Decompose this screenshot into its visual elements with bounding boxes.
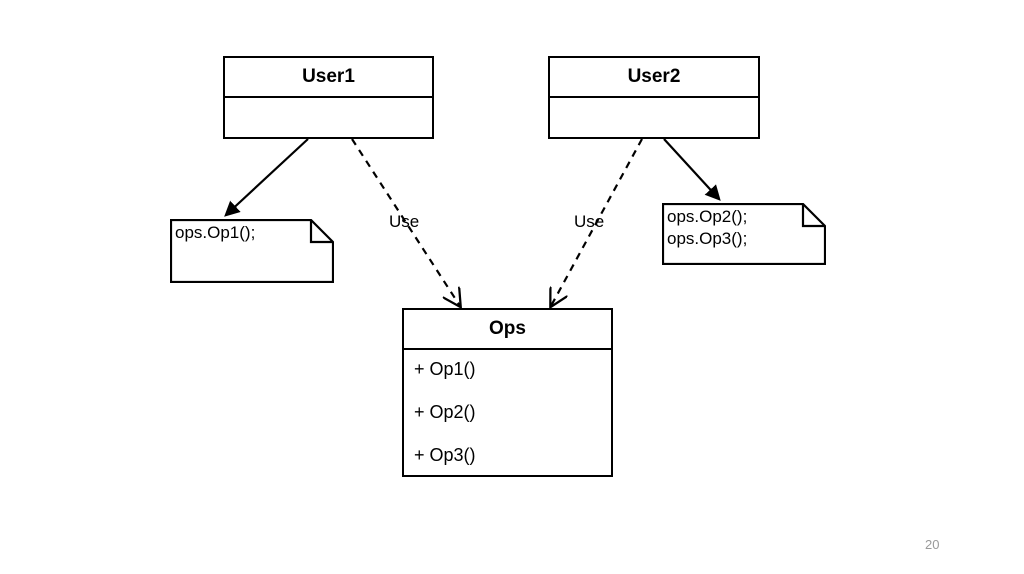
uml-class-user1-attributes	[225, 98, 432, 139]
uml-class-user2-attributes	[550, 98, 758, 139]
edge-label-use-left: Use	[389, 212, 420, 231]
uml-operation-op1: + Op1()	[414, 359, 476, 379]
uml-class-user2-name: User2	[627, 66, 681, 87]
uml-note-left-line-1: ops.Op1();	[175, 223, 256, 242]
uml-class-user1-name: User1	[302, 66, 355, 87]
uml-note-left-shape	[170, 219, 334, 283]
slide-page-number: 20	[925, 537, 940, 552]
connector-user1-to-note-left	[224, 138, 309, 217]
uml-class-ops[interactable]: Ops + Op1() + Op2() + Op3()	[402, 308, 613, 477]
uml-class-user2-divider	[550, 96, 758, 98]
uml-operation-op2: + Op2()	[414, 402, 476, 422]
edge-label-use-right: Use	[574, 212, 605, 231]
uml-operation-op3: + Op3()	[414, 445, 476, 465]
connector-user2-to-note-right	[663, 138, 721, 201]
uml-class-user1[interactable]: User1	[223, 56, 434, 139]
uml-class-ops-divider	[404, 348, 611, 350]
uml-note-right-line-2: ops.Op3();	[667, 229, 748, 248]
uml-note-right-line-1: ops.Op2();	[667, 207, 748, 226]
uml-class-user1-divider	[225, 96, 432, 98]
uml-class-user2[interactable]: User2	[548, 56, 760, 139]
uml-note-right-shape	[662, 203, 826, 265]
uml-class-ops-operations: + Op1() + Op2() + Op3()	[404, 350, 611, 464]
uml-class-ops-name: Ops	[489, 318, 526, 339]
uml-note-right-lines: ops.Op2(); ops.Op3();	[667, 206, 747, 250]
uml-note-right[interactable]: ops.Op2(); ops.Op3();	[662, 203, 826, 265]
uml-note-left[interactable]: ops.Op1();	[170, 219, 334, 283]
